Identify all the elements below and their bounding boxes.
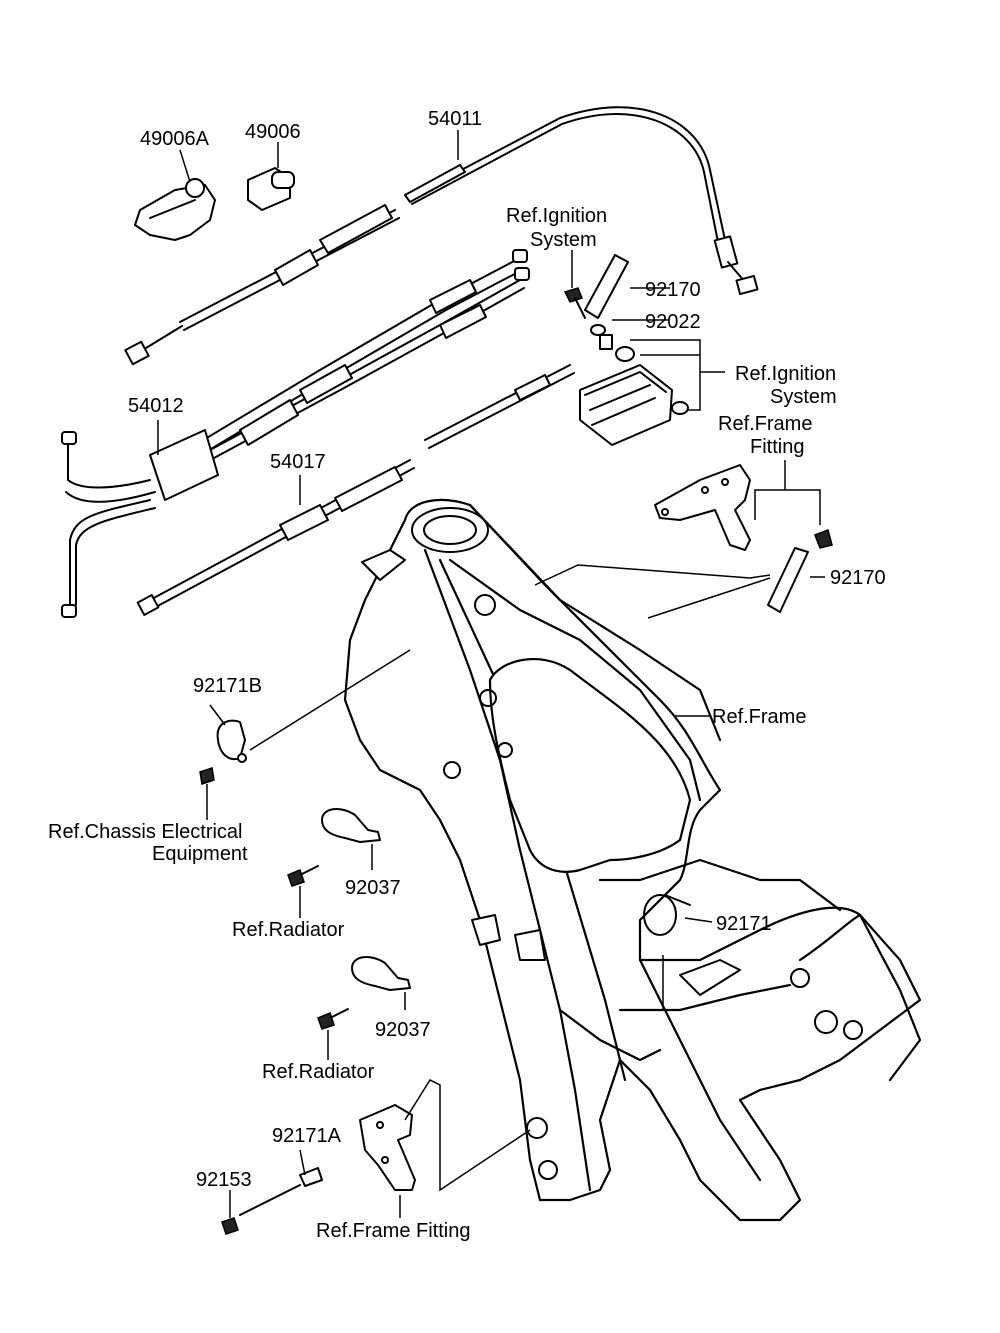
- clamp-92037-a: [287, 808, 381, 887]
- label-92170-lower: 92170: [830, 567, 886, 589]
- part-49006A: [134, 178, 216, 241]
- label-ref-frame-fitting-lower: Ref.Frame Fitting: [316, 1220, 470, 1242]
- label-54011: 54011: [428, 108, 482, 130]
- label-ref-radiator-2: Ref.Radiator: [262, 1061, 375, 1083]
- label-ref-ignition-1a: Ref.Ignition: [506, 205, 607, 227]
- label-ref-chassis-a: Ref.Chassis Electrical: [48, 821, 243, 843]
- label-ref-ignition-1b: System: [530, 229, 597, 251]
- part-49006: [247, 167, 295, 211]
- label-54012: 54012: [128, 395, 184, 417]
- label-92022: 92022: [645, 311, 701, 333]
- label-ref-ignition-2a: Ref.Ignition: [735, 363, 836, 385]
- label-ref-radiator-1: Ref.Radiator: [232, 919, 345, 941]
- label-ref-chassis-b: Equipment: [152, 843, 248, 865]
- label-92171: 92171: [716, 913, 772, 935]
- label-92037-b: 92037: [375, 1019, 431, 1041]
- clamp-92171: [643, 894, 691, 936]
- label-92153: 92153: [196, 1169, 252, 1191]
- label-92170-top: 92170: [645, 279, 701, 301]
- label-92171A: 92171A: [272, 1125, 342, 1147]
- cable-54011: [124, 106, 759, 366]
- label-92037-a: 92037: [345, 877, 401, 899]
- steering-head: [411, 507, 489, 553]
- clamp-92037-b: [317, 956, 411, 1030]
- label-54017: 54017: [270, 451, 326, 473]
- cable-54017: [136, 364, 575, 616]
- cable-54012: [61, 249, 530, 618]
- label-49006: 49006: [245, 121, 301, 143]
- bracket-lower: [221, 1104, 416, 1235]
- label-ref-ignition-2b: System: [770, 386, 837, 408]
- label-ref-frame-fitting-a: Ref.Frame: [718, 413, 812, 435]
- bracket-upper: [654, 464, 833, 613]
- label-ref-frame-fitting-b: Fitting: [750, 436, 804, 458]
- clamp-92171B: [199, 719, 247, 785]
- label-92171B: 92171B: [193, 675, 262, 697]
- label-ref-frame: Ref.Frame: [712, 706, 806, 728]
- frame: [343, 498, 922, 1222]
- leader-lines: [157, 130, 825, 1218]
- label-49006A: 49006A: [140, 128, 210, 150]
- ignition-parts: [563, 254, 689, 446]
- labels: 49006A 49006 54011 Ref.Ignition System 9…: [48, 108, 886, 1242]
